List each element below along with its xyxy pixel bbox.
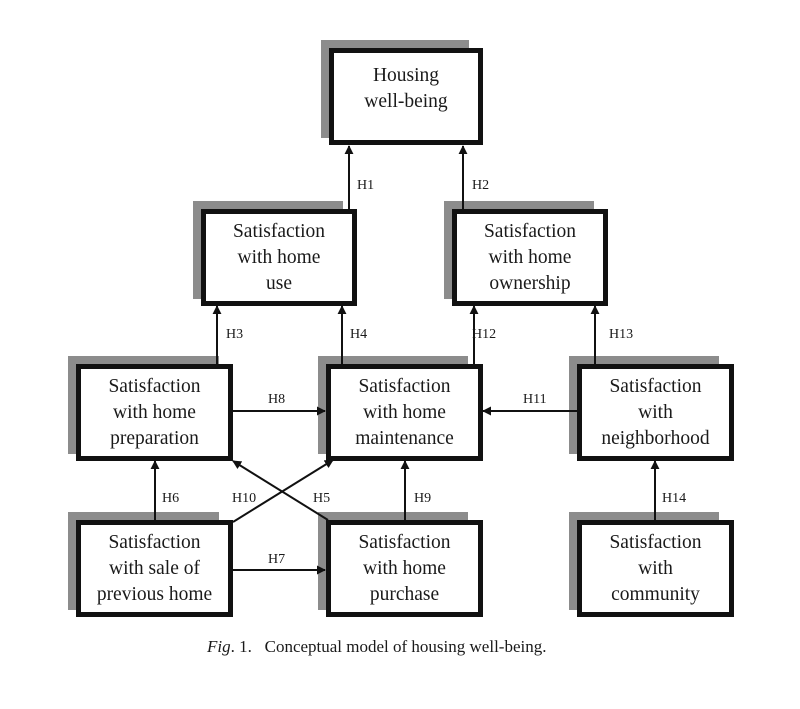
edge-label-h8: H8 [268,392,286,407]
node-label: Satisfaction with home ownership [483,220,577,294]
node-satisfaction-home-ownership: Satisfaction with home ownership [452,209,608,306]
figure-caption: Fig. 1. Conceptual model of housing well… [207,637,546,657]
node-satisfaction-home-maintenance: Satisfaction with home maintenance [326,364,483,461]
node-label: Satisfaction with home preparation [108,375,201,449]
node-label: Satisfaction with neighborhood [601,375,710,449]
node-label: Satisfaction with home purchase [358,531,451,605]
node-satisfaction-sale-previous-home: Satisfaction with sale of previous home [76,520,233,617]
edge-label-h10: H10 [232,491,257,506]
edge-label-h12: H12 [472,327,497,342]
edge-label-h4: H4 [350,327,368,342]
figure-caption-text: Conceptual model of housing well-being. [264,637,547,656]
edge-label-h14: H14 [662,491,687,506]
edge-label-h11: H11 [523,392,547,407]
edge-label-h5: H5 [313,491,331,506]
edge-h5 [232,460,329,521]
node-label: Satisfaction with community [609,531,702,605]
node-satisfaction-home-purchase: Satisfaction with home purchase [326,520,483,617]
node-label: Satisfaction with sale of previous home [96,531,213,605]
node-housing-well-being: Housing well-being [329,48,483,145]
edge-label-h2: H2 [472,178,490,193]
node-satisfaction-home-preparation: Satisfaction with home preparation [76,364,233,461]
edge-label-h9: H9 [414,491,432,506]
figure-label: Fig [207,637,231,656]
figure-number: . 1. [230,637,252,656]
node-satisfaction-neighborhood: Satisfaction with neighborhood [577,364,734,461]
node-label: Satisfaction with home use [232,220,326,294]
node-label: Satisfaction with home maintenance [355,375,454,449]
edge-label-h7: H7 [268,552,286,567]
node-label: Housing well-being [364,64,448,112]
edge-label-h6: H6 [162,491,180,506]
node-satisfaction-community: Satisfaction with community [577,520,734,617]
node-satisfaction-home-use: Satisfaction with home use [201,209,357,306]
edge-label-h3: H3 [226,327,244,342]
edge-label-h1: H1 [357,178,375,193]
edge-label-h13: H13 [609,327,634,342]
